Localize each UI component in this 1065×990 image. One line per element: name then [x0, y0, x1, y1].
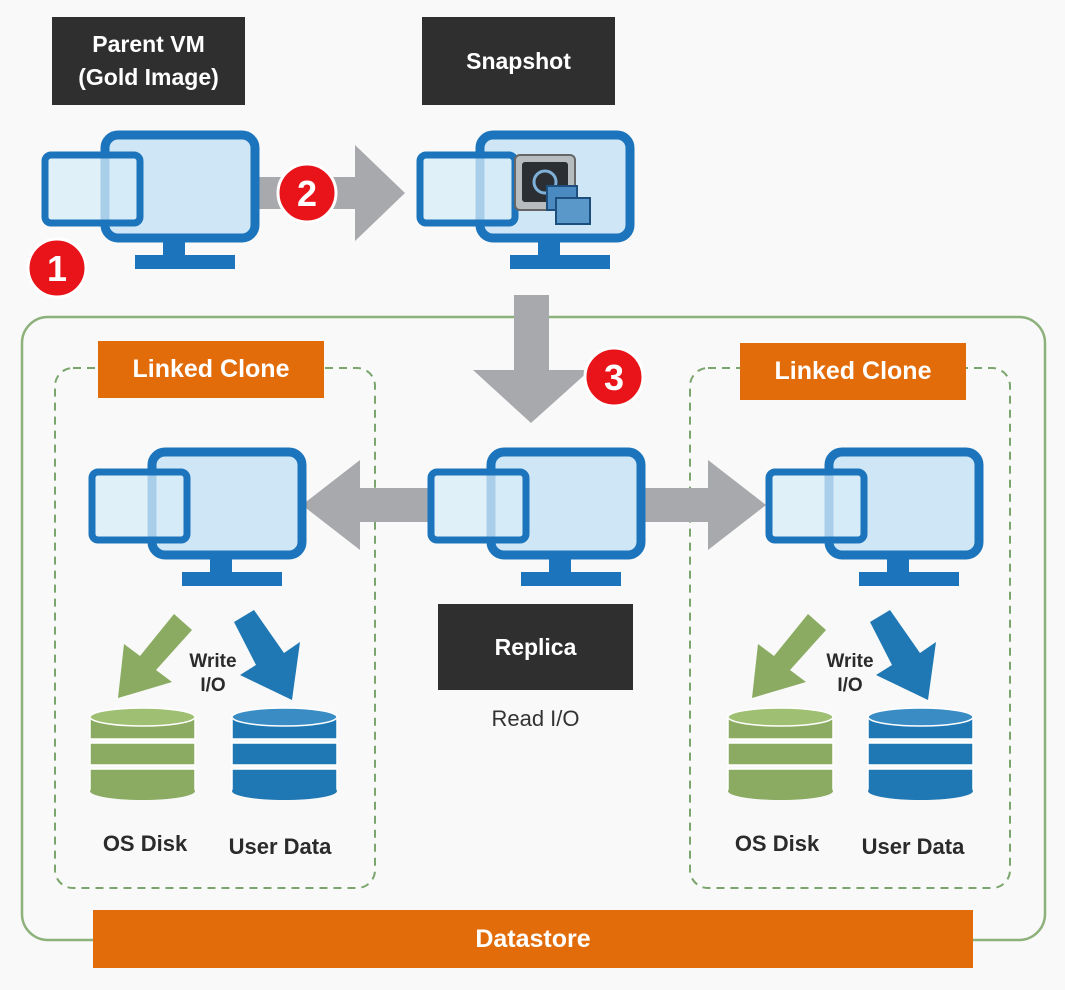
snapshot-label: Snapshot [422, 17, 615, 105]
replica-label: Replica [438, 604, 633, 690]
datastore-label: Datastore [93, 910, 973, 968]
os-disk-left-label: OS Disk [102, 831, 188, 856]
user-data-right-icon [867, 707, 974, 801]
step-2-badge: 2 [276, 162, 338, 224]
snapshot-badge-icon [514, 154, 591, 225]
step-2-number: 2 [297, 173, 317, 214]
os-disk-left-icon [89, 707, 196, 801]
write-arrow-os-right [752, 614, 826, 698]
step-3-badge: 3 [583, 346, 645, 408]
gold-image-subtitle: (Gold Image) [78, 64, 219, 90]
step-1-badge: 1 [26, 237, 88, 299]
write-io-left-label: Write I/O [178, 648, 248, 700]
parent-vm-label: Parent VM (Gold Image) [52, 17, 245, 105]
arrow-replica-to-left-clone [302, 460, 430, 550]
step-3-number: 3 [604, 357, 624, 398]
snapshot-monitor-icon [420, 135, 630, 269]
os-disk-right-label: OS Disk [734, 831, 820, 856]
write-io-right-label: Write I/O [815, 648, 885, 700]
write-arrow-user-right [870, 610, 936, 700]
user-data-right-label: User Data [861, 834, 965, 859]
step-1-number: 1 [47, 248, 67, 289]
arrow-snapshot-to-replica [473, 295, 590, 423]
write-arrow-os-left [118, 614, 192, 698]
io-right-text: I/O [837, 675, 863, 696]
user-data-left-icon [231, 707, 338, 801]
write-arrow-user-left [234, 610, 300, 700]
linked-clone-left-group [54, 367, 376, 889]
write-right-text: Write [826, 651, 874, 672]
linked-clone-right-label: Linked Clone [740, 343, 966, 400]
write-left-text: Write [189, 651, 237, 672]
linked-clone-left-label: Linked Clone [98, 341, 324, 398]
linked-clone-left-monitor-icon [92, 452, 302, 586]
replica-monitor-icon [431, 452, 641, 586]
linked-clone-right-group [689, 367, 1011, 889]
parent-vm-title: Parent VM [92, 31, 205, 57]
linked-clone-right-monitor-icon [769, 452, 979, 586]
arrow-replica-to-right-clone [638, 460, 766, 550]
io-left-text: I/O [200, 675, 226, 696]
user-data-left-label: User Data [228, 834, 332, 859]
read-io-label: Read I/O [491, 706, 580, 731]
os-disk-right-icon [727, 707, 834, 801]
